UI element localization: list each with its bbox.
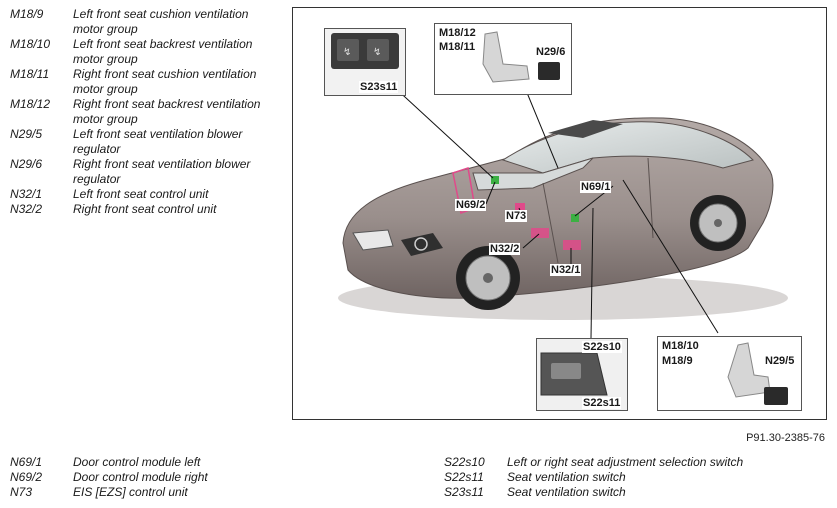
highlight-n32-2	[531, 228, 549, 238]
legend-code: N32/2	[10, 202, 43, 216]
highlight-n73	[515, 203, 525, 211]
callout-n69-1: N69/1	[580, 181, 612, 193]
legend-desc: Door control module left	[73, 455, 201, 469]
front-wheel	[456, 246, 520, 310]
callout-n29-5: N29/5	[764, 355, 796, 367]
legend-desc: Left front seat cushion ventilation moto…	[73, 7, 249, 36]
callout-s22s10: S22s10	[582, 341, 622, 353]
callout-m18-11: M18/11	[438, 41, 477, 53]
inset-door-switches: S22s10 S22s11	[536, 338, 628, 411]
callout-n32-1: N32/1	[550, 264, 582, 276]
switch-panel-icon: ↯ ↯	[331, 33, 399, 69]
legend-code: N73	[10, 485, 33, 499]
legend-code: M18/10	[10, 37, 51, 51]
legend-desc: Seat ventilation switch	[507, 470, 626, 484]
legend-item: M18/10 Left front seat backrest ventilat…	[10, 37, 280, 67]
legend-desc: Door control module right	[73, 470, 208, 484]
car-illustration	[338, 82, 788, 339]
callout-m18-12: M18/12	[438, 27, 477, 39]
leader-lines	[392, 82, 719, 339]
legend-desc: Left front seat ventilation blower regul…	[73, 127, 243, 156]
legend-item: N29/5 Left front seat ventilation blower…	[10, 127, 280, 157]
callout-n73: N73	[505, 210, 528, 222]
legend-item: N29/6 Right front seat ventilation blowe…	[10, 157, 280, 187]
legend-desc: Seat ventilation switch	[507, 485, 626, 499]
svg-text:↯: ↯	[343, 47, 351, 58]
legend-code: N69/1	[10, 455, 43, 469]
callout-n69-2: N69/2	[455, 199, 487, 211]
legend-code: M18/12	[10, 97, 51, 111]
callout-n32-2: N32/2	[489, 243, 521, 255]
callout-n29-6: N29/6	[535, 46, 567, 58]
inset-right-seat: M18/12 M18/11 N29/6	[434, 23, 572, 95]
legend-item: M18/9 Left front seat cushion ventilatio…	[10, 7, 280, 37]
callout-s22s11: S22s11	[582, 397, 622, 409]
legend-code: N32/1	[10, 187, 43, 201]
inset-left-seat: M18/10 M18/9 N29/5	[657, 336, 802, 411]
callout-s23s11: S23s11	[359, 81, 399, 93]
legend-code: S22s10	[444, 455, 485, 469]
legend-code: S22s11	[444, 470, 484, 484]
legend-code: M18/11	[10, 67, 50, 81]
highlight-n32-1	[563, 240, 581, 250]
legend-desc: Right front seat cushion ventilation mot…	[73, 67, 257, 96]
door-switch-icon	[540, 352, 608, 396]
top-legend: M18/9 Left front seat cushion ventilatio…	[10, 7, 280, 217]
legend-desc: Left front seat backrest ventilation mot…	[73, 37, 253, 66]
figure-reference: P91.30-2385-76	[746, 432, 825, 444]
legend-code: N69/2	[10, 470, 43, 484]
legend-item: N32/2 Right front seat control unit	[10, 202, 280, 217]
rear-wheel	[690, 195, 746, 251]
legend-desc: EIS [EZS] control unit	[73, 485, 188, 499]
inset-s23s11-switch: ↯ ↯ S23s11	[324, 28, 406, 96]
legend-item: M18/11 Right front seat cushion ventilat…	[10, 67, 280, 97]
legend-desc: Left or right seat adjustment selection …	[507, 455, 744, 469]
component-location-figure: ↯ ↯ S23s11 M18/12 M18/11 N29/6 N69/1 N69…	[292, 7, 827, 420]
legend-desc: Right front seat ventilation blower regu…	[73, 157, 251, 186]
legend-item: M18/12 Right front seat backrest ventila…	[10, 97, 280, 127]
highlight-n69-1	[571, 214, 579, 222]
callout-m18-10: M18/10	[661, 340, 700, 352]
legend-code: S23s11	[444, 485, 484, 499]
legend-code: M18/9	[10, 7, 44, 21]
legend-item: N32/1 Left front seat control unit	[10, 187, 280, 202]
seat-icon	[727, 342, 788, 405]
legend-code: N29/5	[10, 127, 43, 141]
highlight-n69-2	[491, 176, 499, 184]
legend-desc: Right front seat backrest ventilation mo…	[73, 97, 261, 126]
seat-icon	[482, 31, 560, 83]
callout-m18-9: M18/9	[661, 355, 694, 367]
svg-text:↯: ↯	[373, 47, 381, 58]
legend-desc: Right front seat control unit	[73, 202, 217, 216]
legend-desc: Left front seat control unit	[73, 187, 209, 201]
legend-code: N29/6	[10, 157, 43, 171]
